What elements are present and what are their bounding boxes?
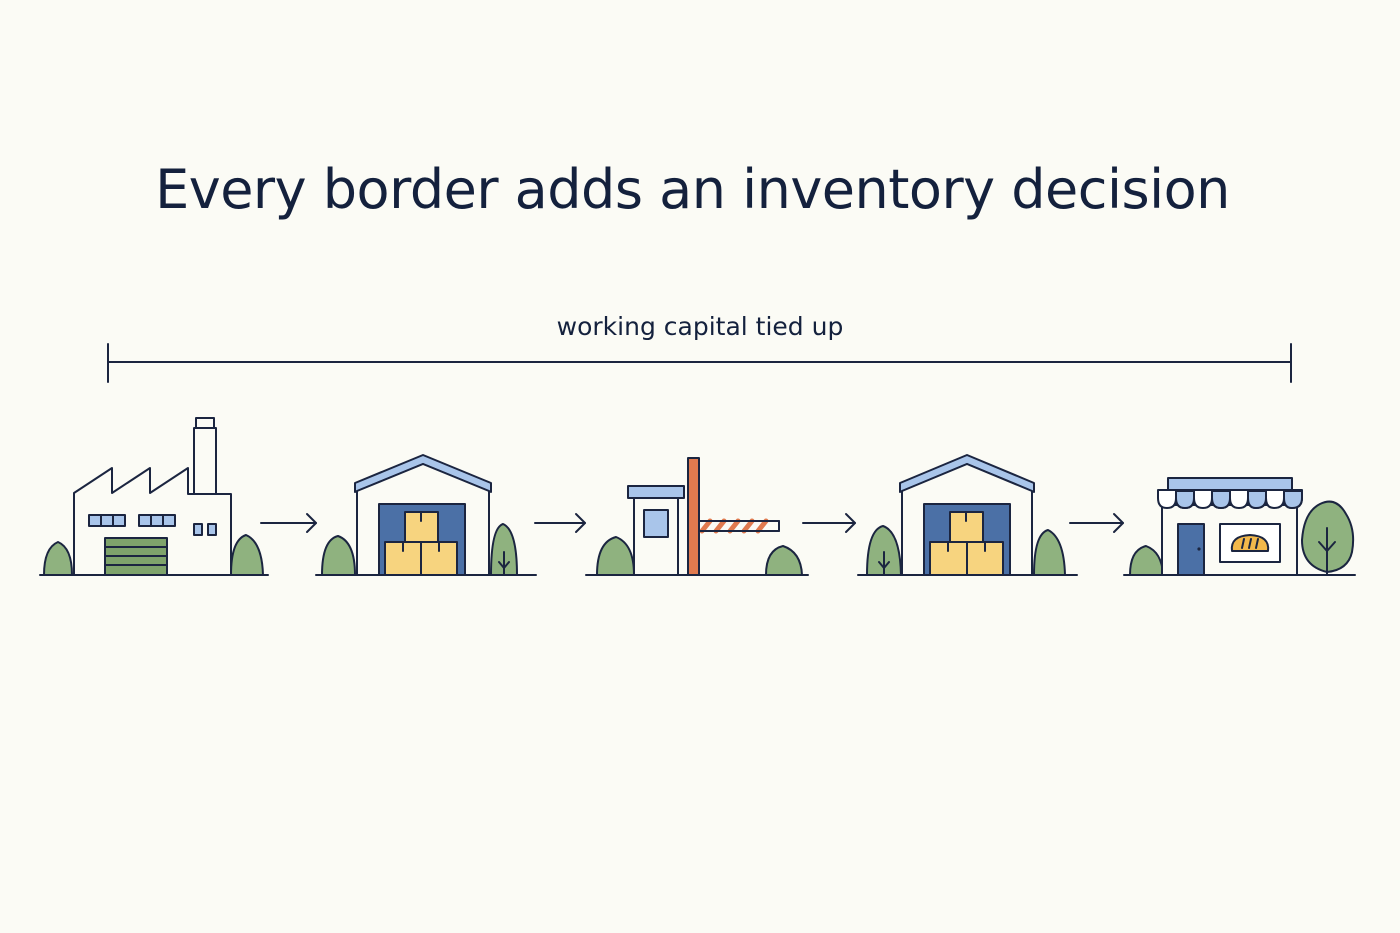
warehouse-icon xyxy=(857,454,1078,576)
working-capital-bracket xyxy=(107,343,1292,383)
flow-arrow xyxy=(1069,513,1124,533)
factory-icon xyxy=(39,417,269,576)
flow-arrow xyxy=(534,513,586,533)
warehouse-icon xyxy=(315,454,537,576)
flow-arrow xyxy=(260,513,317,533)
retail-store-icon xyxy=(1123,477,1356,576)
customs-checkpoint-icon xyxy=(585,457,809,576)
working-capital-label: working capital tied up xyxy=(556,312,844,341)
diagram-title: Every border adds an inventory decision xyxy=(155,158,1230,221)
flow-arrow xyxy=(802,513,856,533)
